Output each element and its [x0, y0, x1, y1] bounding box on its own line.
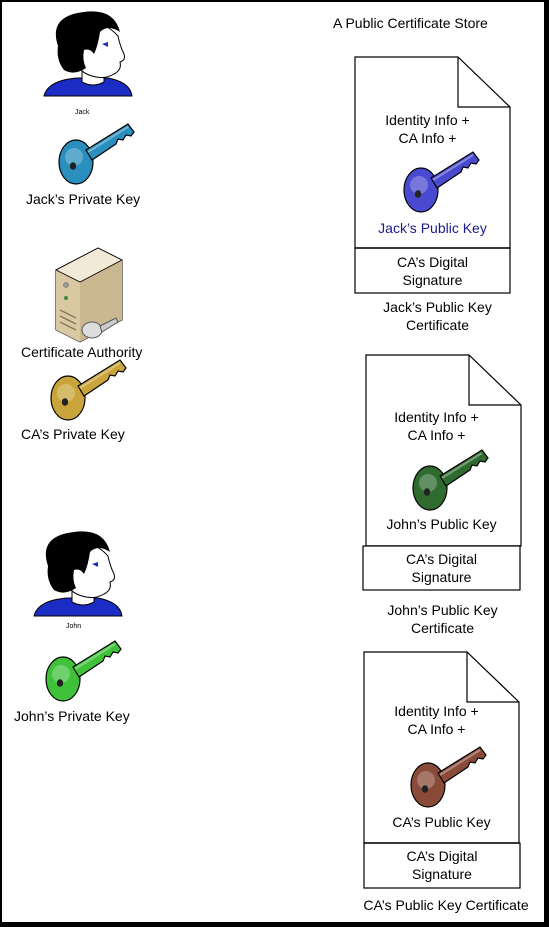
ca-private-key-label: CA’s Private Key [21, 426, 125, 442]
cert-signature-line1: CA’s Digital [396, 254, 469, 270]
cert-caption-line1: John’s Public Key [387, 602, 498, 618]
cert-ca-info: CA Info + [407, 721, 466, 737]
cert-caption-line1: Jack’s Public Key [383, 299, 492, 315]
jack-private-key-icon [58, 123, 135, 185]
cert-public-key-label: CA’s Public Key [392, 814, 491, 830]
cert-caption-line2: Certificate [410, 620, 475, 636]
cert-public-key-label: John’s Public Key [386, 516, 497, 532]
store-title: A Public Certificate Store [333, 15, 488, 31]
cert-ca-info: CA Info + [407, 427, 466, 443]
cert-signature-line2: Signature [412, 866, 472, 882]
cert-identity-info: Identity Info + [385, 112, 470, 128]
cert-public-key-label: Jack’s Public Key [378, 220, 487, 236]
cert-signature-line2: Signature [402, 272, 463, 288]
cert-identity-info: Identity Info + [394, 703, 479, 719]
certificate-authority-label: Certificate Authority [21, 344, 143, 360]
cert-ca-info: CA Info + [398, 130, 457, 146]
cert-caption-line1: CA’s Public Key Certificate [363, 897, 529, 913]
cert-signature-line1: CA’s Digital [406, 848, 478, 864]
john-name-label: John [66, 623, 82, 630]
certificate-authority-server-icon [55, 247, 123, 343]
jack-avatar-icon [43, 10, 133, 97]
cert-identity-info: Identity Info + [394, 409, 479, 425]
john-private-key-icon [45, 640, 122, 702]
jack-name-label: Jack [75, 109, 90, 116]
john-private-key-label: John’s Private Key [14, 708, 130, 724]
jack-private-key-label: Jack’s Private Key [26, 191, 141, 207]
john-avatar-icon [33, 530, 123, 617]
cert-caption-line2: Certificate [405, 317, 470, 333]
ca-private-key-icon [50, 359, 127, 421]
cert-signature-line1: CA’s Digital [405, 551, 478, 567]
cert-signature-line2: Signature [411, 569, 472, 585]
